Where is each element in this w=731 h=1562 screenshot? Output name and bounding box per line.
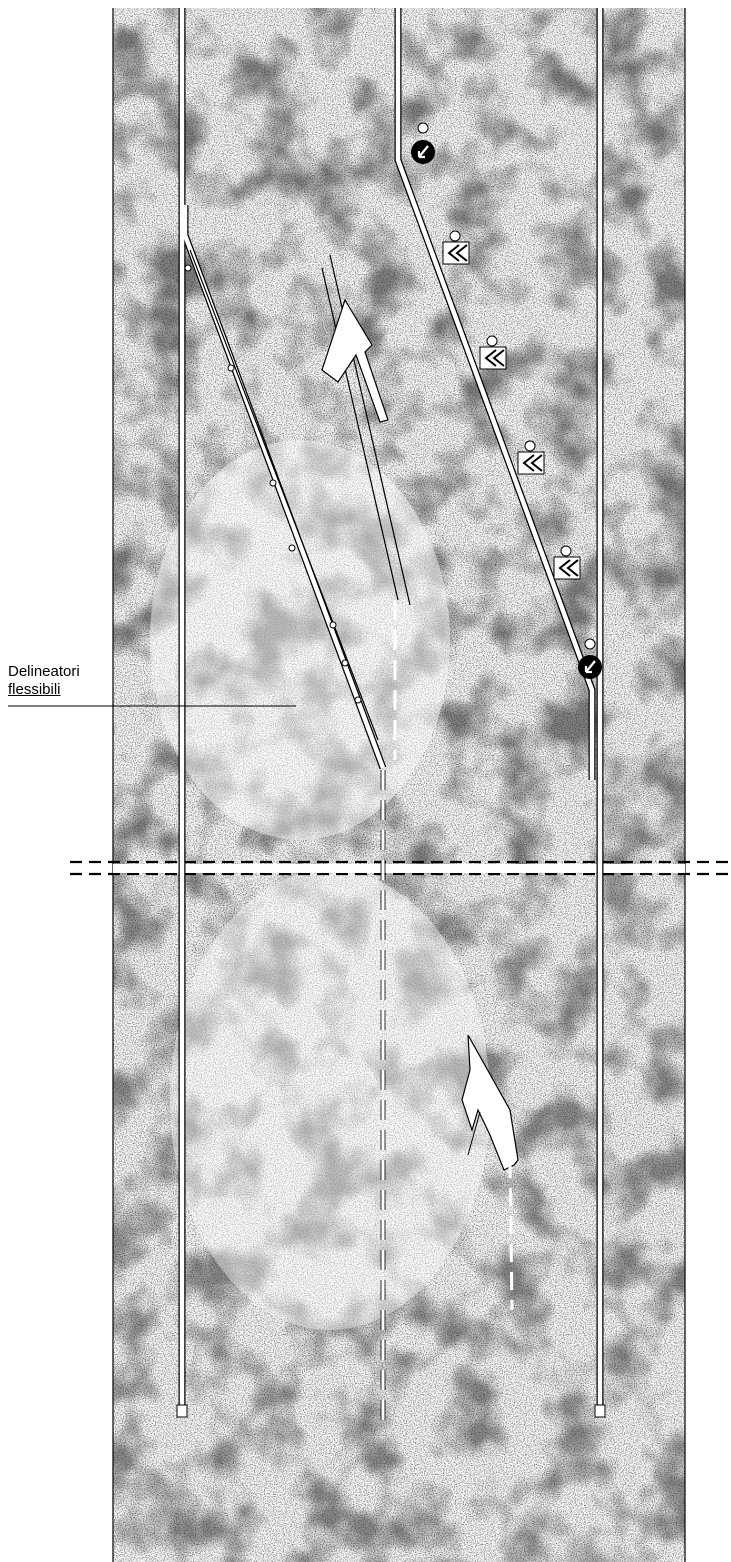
keep-left-sign-icon <box>411 122 435 164</box>
direction-arrow-upper <box>321 298 389 423</box>
chevron-sign-icon <box>479 335 507 370</box>
section-break-lines <box>70 860 731 876</box>
flexible-delineator-icon <box>354 696 362 704</box>
flexible-delineator-icon <box>288 544 296 552</box>
lane-markings <box>176 8 606 1420</box>
chevron-sign-icon <box>442 230 470 265</box>
callout-label-line2: flessibili <box>8 681 61 698</box>
flexible-delineators <box>184 264 362 704</box>
direction-arrow-lower <box>461 1034 519 1311</box>
chevron-sign-icon <box>553 545 581 580</box>
chevron-sign-icon <box>517 440 545 475</box>
road-edges <box>112 8 686 1562</box>
flexible-delineator-icon <box>227 364 235 372</box>
flexible-delineator-icon <box>329 621 337 629</box>
break-gap <box>113 864 685 873</box>
callout-label-line1: Delineatori <box>8 663 80 680</box>
flexible-delineator-icon <box>341 659 349 667</box>
flexible-delineator-icon <box>269 479 277 487</box>
flexible-delineator-icon <box>184 264 192 272</box>
keep-left-sign-icon <box>578 638 602 679</box>
